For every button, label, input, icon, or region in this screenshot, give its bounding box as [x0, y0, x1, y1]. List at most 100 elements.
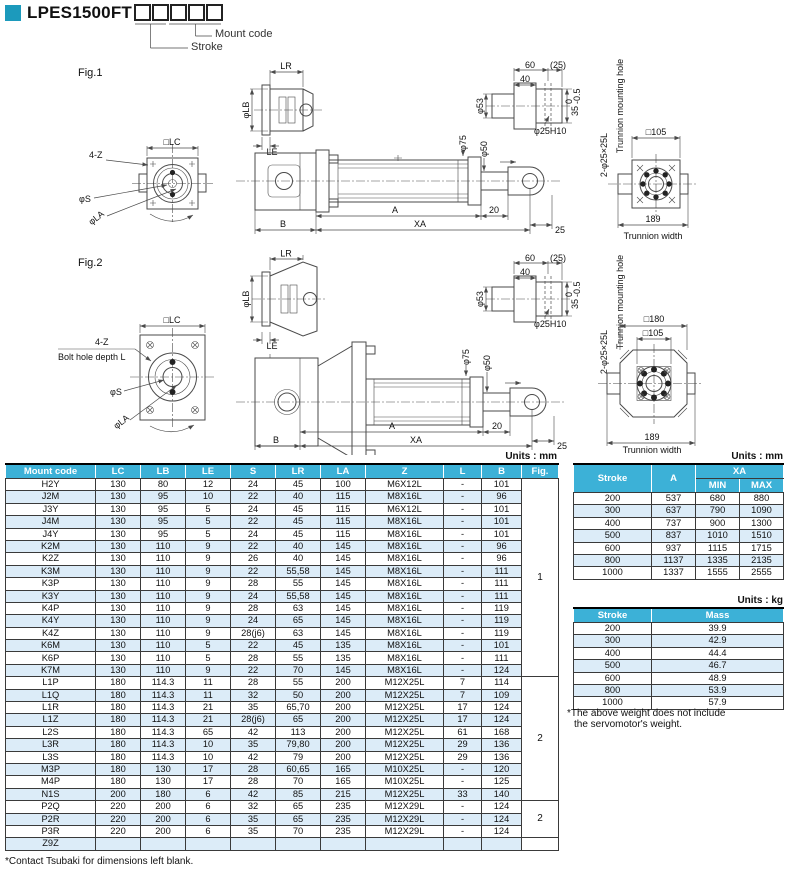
table-cell: 180	[95, 725, 141, 740]
table-cell: 136	[481, 738, 522, 752]
table-cell: K2Z	[5, 552, 96, 566]
table-cell: 32	[230, 800, 276, 814]
table-cell: M10X25L	[365, 762, 444, 777]
table-cell: 124	[481, 800, 522, 814]
table-cell: 79	[275, 750, 321, 765]
svg-text:35: 35	[570, 299, 580, 309]
table-cell: 145	[320, 601, 366, 616]
table-cell: 180	[140, 787, 186, 802]
fig-group-cell: 2	[521, 800, 559, 839]
table-cell: 70	[275, 663, 321, 678]
col-header-min: MIN	[695, 478, 740, 493]
table-cell: 400	[573, 516, 652, 531]
dim-label-25ref: (25)	[550, 60, 566, 70]
table-cell: 2555	[738, 566, 785, 580]
mass-table-units: Units : kg	[737, 595, 783, 606]
table-cell: K6P	[5, 651, 96, 665]
table-cell: L3S	[5, 750, 96, 765]
table-cell: -	[443, 626, 482, 641]
svg-text:0: 0	[564, 292, 574, 297]
table-cell: M12X25L	[365, 725, 444, 740]
col-header-a: A	[651, 463, 696, 493]
table-cell: 130	[95, 490, 141, 504]
table-cell: 790	[695, 504, 740, 518]
table-cell: 63	[275, 601, 321, 616]
fig1-label: Fig.1	[78, 67, 102, 79]
mass-table-footnote: *The above weight does not include the s…	[567, 708, 783, 730]
table-cell: 32	[230, 688, 276, 703]
table-cell: 28	[230, 762, 276, 777]
bolt-hole-depth-note: Bolt hole depth L	[58, 352, 126, 362]
col-header-lc: LC	[95, 463, 141, 479]
table-cell: 880	[738, 491, 785, 506]
table-cell: 22	[230, 515, 276, 529]
fig1-drawing: Fig.1 □LC 4-Z φS φLA LR	[78, 59, 697, 241]
mass-footnote-line2: the servomotor's weight.	[574, 719, 683, 730]
table-cell: 45	[275, 477, 321, 492]
table-cell: K6M	[5, 639, 96, 653]
table-cell: L3R	[5, 738, 96, 752]
table-cell: 10	[185, 490, 231, 504]
table-cell: -	[443, 577, 482, 591]
table-cell: 24	[230, 502, 276, 517]
table-cell: 200	[140, 800, 186, 814]
table-cell: 70	[275, 775, 321, 789]
table-cell: 200	[320, 738, 366, 752]
table-cell: Z9Z	[5, 837, 96, 851]
table-cell: K4P	[5, 601, 96, 616]
mount-code-table: Mount code LC LB LE S LR LA Z L B Fig. H…	[5, 463, 559, 851]
table-cell: 180	[95, 775, 141, 789]
table-cell: 145	[320, 626, 366, 641]
table-cell: 1555	[695, 566, 740, 580]
mount-code-callout: Mount code	[215, 28, 273, 40]
table-cell: 96	[481, 490, 522, 504]
col-header-le: LE	[185, 463, 231, 479]
table-cell: 95	[140, 490, 186, 504]
fig1-trunnion-view: Trunnion mounting hole 2-φ25×25L □105 18…	[599, 59, 697, 241]
col-header-l: L	[443, 463, 482, 479]
table-cell: -	[443, 812, 482, 826]
table-cell: 24	[230, 527, 276, 541]
table-cell: M4P	[5, 775, 96, 789]
table-cell: 145	[320, 663, 366, 678]
table-cell: 130	[95, 663, 141, 678]
dim-label-60: 60	[525, 60, 535, 70]
table-cell: L1Q	[5, 688, 96, 703]
table-cell: -	[443, 539, 482, 554]
table-cell: 200	[140, 812, 186, 826]
bolt-hole-marks	[146, 341, 199, 414]
table-cell: -	[443, 614, 482, 628]
table-cell: 119	[481, 614, 522, 628]
table-cell: 136	[481, 750, 522, 765]
table-cell: 101	[481, 477, 522, 492]
dim-35-tolerance: 35 0 -0.5	[564, 88, 582, 116]
table-cell: M12X25L	[365, 738, 444, 752]
table-cell: M8X16L	[365, 651, 444, 665]
table-cell: J3Y	[5, 502, 96, 517]
table-cell: 300	[573, 634, 652, 648]
table-cell: 96	[481, 552, 522, 566]
trunnion-width-label: Trunnion width	[623, 445, 682, 455]
table-cell	[95, 837, 141, 851]
table-cell: 737	[651, 516, 696, 531]
table-cell: 135	[320, 651, 366, 665]
table-cell: 200	[573, 491, 652, 506]
table-cell: 600	[573, 671, 652, 685]
fig2-trunnion-view: Trunnion mounting hole 2-φ25×25L □180 □1…	[598, 255, 702, 455]
table-cell: 110	[140, 589, 186, 603]
table-cell	[275, 837, 321, 851]
trunnion-bolt-label: 2-φ25×25L	[599, 330, 609, 374]
table-cell: 12	[185, 477, 231, 492]
table-cell: 130	[95, 614, 141, 628]
table-cell: -	[443, 651, 482, 665]
